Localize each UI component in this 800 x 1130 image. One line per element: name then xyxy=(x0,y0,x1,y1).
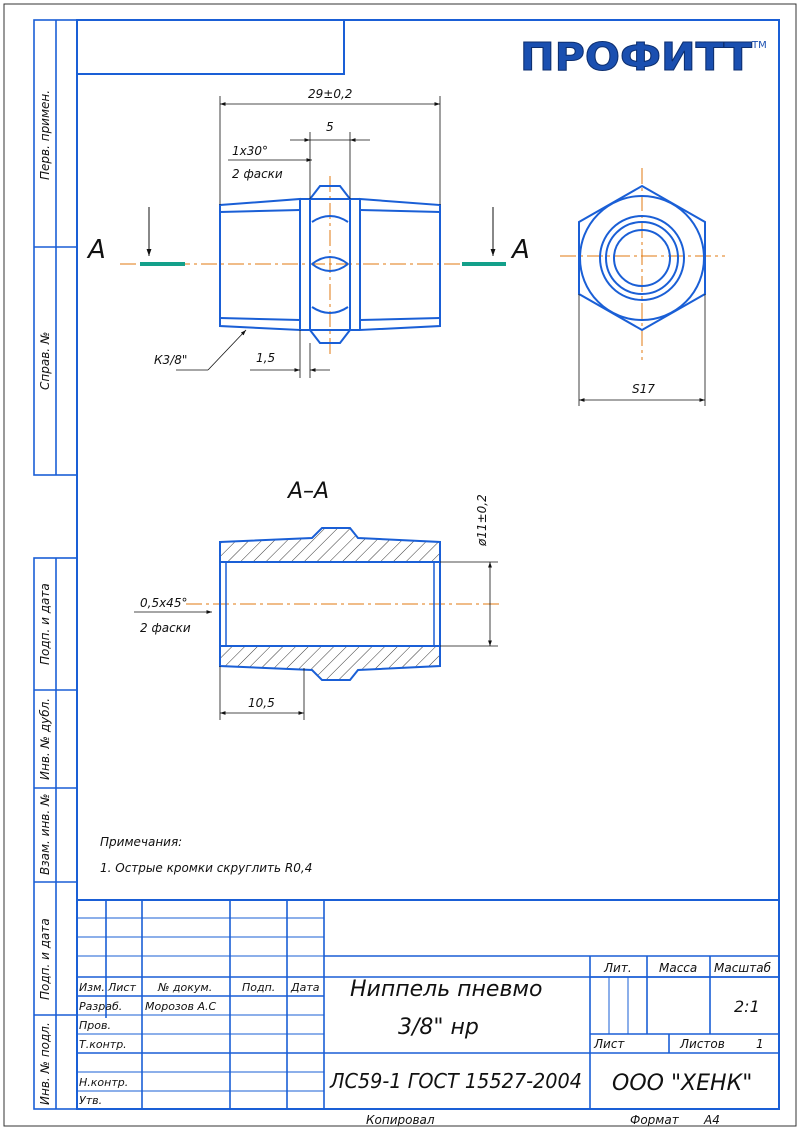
row-nkontr: Н.контр. xyxy=(79,1076,128,1089)
section-mark-right: А xyxy=(510,235,530,265)
section-title: А–А xyxy=(286,479,329,504)
inner-chamfer-count: 2 фаски xyxy=(140,621,191,635)
col-no-dokum: № докум. xyxy=(157,981,212,994)
col-list: Лист xyxy=(107,981,136,994)
hdr-lit: Лит. xyxy=(603,961,632,975)
col-podp: Подп. xyxy=(242,981,275,994)
left-sidebar xyxy=(33,19,78,1110)
section-view: ø11±0,2 0,5x45° 2 фаски 10,5 xyxy=(134,494,500,720)
dim-overall: 29±0,2 xyxy=(308,87,352,101)
company: ООО "ХЕНК" xyxy=(612,1071,752,1096)
row-razrab: Разраб. xyxy=(79,1000,122,1013)
hdr-masshtab: Масштаб xyxy=(714,961,772,975)
svg-text:ПРОФИТТ: ПРОФИТТ xyxy=(520,35,752,79)
label-vzam-inv: Взам. инв. № xyxy=(38,794,52,875)
inner-chamfer-label: 0,5x45° xyxy=(140,596,187,610)
drawing-frame xyxy=(76,19,780,1110)
hdr-massa: Масса xyxy=(659,961,697,975)
razrab-name: Морозов А.С xyxy=(145,1000,217,1013)
dim-small: 1,5 xyxy=(256,351,275,365)
footer-copied: Копировал xyxy=(366,1113,435,1127)
thread-label: К3/8" xyxy=(154,353,187,367)
col-izm: Изм. xyxy=(79,981,105,994)
label-podp-data-2: Подп. и дата xyxy=(38,918,52,1000)
svg-text:TM: TM xyxy=(751,40,767,51)
material: ЛС59-1 ГОСТ 15527-2004 xyxy=(329,1069,582,1093)
dim-thread-len: 10,5 xyxy=(248,696,275,710)
profitt-logo: ПРОФИТТ TM xyxy=(520,35,767,80)
notes-heading: Примечания: xyxy=(100,835,182,849)
hdr-listov: Листов xyxy=(679,1037,725,1051)
front-view: А А 29±0,2 5 1x30° 2 фаски К3/8" 1,5 xyxy=(86,87,530,378)
row-utv: Утв. xyxy=(79,1094,102,1107)
notes-item-1: 1. Острые кромки скруглить R0,4 xyxy=(100,861,312,875)
title-block xyxy=(76,899,780,1110)
row-tkontr: Т.контр. xyxy=(79,1038,127,1051)
row-prov: Пров. xyxy=(79,1019,111,1032)
label-inv-podl: Инв. № подл. xyxy=(38,1022,52,1105)
label-podp-data-1: Подп. и дата xyxy=(38,583,52,665)
top-code-box xyxy=(76,19,345,75)
listov-value: 1 xyxy=(756,1037,764,1051)
section-mark-left: А xyxy=(86,235,106,265)
footer-format-value: А4 xyxy=(703,1113,720,1127)
label-perv-primen: Перв. примен. xyxy=(38,90,52,180)
part-name-line1: Ниппель пневмо xyxy=(350,977,543,1002)
dim-bore: ø11±0,2 xyxy=(475,494,489,547)
footer-format-label: Формат xyxy=(630,1113,680,1127)
hdr-list: Лист xyxy=(593,1037,625,1051)
part-name-line2: 3/8" нр xyxy=(398,1015,479,1040)
label-inv-dubl: Инв. № дубл. xyxy=(38,698,52,780)
hex-size: S17 xyxy=(632,382,655,396)
dim-hex-width: 5 xyxy=(326,120,334,134)
chamfer-count: 2 фаски xyxy=(232,167,283,181)
col-data: Дата xyxy=(290,981,320,994)
chamfer-label: 1x30° xyxy=(232,144,268,158)
sheet-border xyxy=(3,3,797,1127)
scale-value: 2:1 xyxy=(734,997,760,1016)
side-view-hex: S17 xyxy=(560,168,725,406)
label-sprav-no: Справ. № xyxy=(38,332,52,390)
